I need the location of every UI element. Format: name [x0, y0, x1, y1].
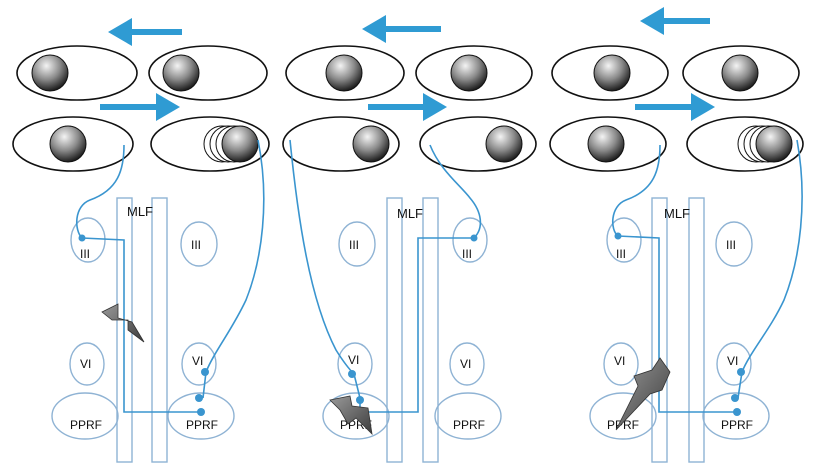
gaze-left-arrow-icon — [640, 7, 710, 35]
mlf-column-left — [651, 197, 668, 463]
abducens-label-right: VI — [727, 354, 738, 368]
panel-1: MLF III III VI VI PPRF PPRF — [12, 18, 270, 463]
abducens-label-left: VI — [614, 354, 625, 368]
pprf-label-right: PPRF — [721, 418, 753, 432]
neuron-dots — [614, 232, 745, 416]
gaze-right-arrow-icon — [368, 93, 447, 121]
neuron-dots — [348, 234, 478, 404]
gaze-right-arrow-icon — [635, 93, 715, 121]
mlf-label: MLF — [127, 204, 153, 219]
mlf-label: MLF — [397, 206, 423, 221]
mlf-label: MLF — [664, 206, 690, 221]
mlf-column-right — [422, 197, 439, 463]
pprf-label-right: PPRF — [453, 418, 485, 432]
oculomotor-nucleus-right — [452, 217, 488, 263]
lesion-bolt-icon — [329, 395, 373, 436]
right-eye-left-gaze — [148, 45, 268, 101]
pprf-left — [51, 392, 119, 440]
oculomotor-label-left: III — [80, 247, 90, 261]
abducens-label-right: VI — [460, 357, 471, 371]
pprf-right — [167, 392, 235, 440]
left-eye-right-gaze — [282, 116, 400, 172]
oculomotor-nucleus-left — [70, 217, 106, 263]
abducens-nucleus-left — [69, 342, 105, 386]
mlf-column-left — [386, 197, 403, 463]
abducens-label-left: VI — [348, 353, 359, 367]
panel-2: MLF III III VI VI PPRF PPRF — [282, 15, 537, 463]
abducens-nucleus-left — [337, 342, 373, 386]
gaze-right-arrow-icon — [100, 93, 180, 121]
right-eye-right-gaze — [419, 116, 537, 172]
left-eye-left-gaze — [16, 45, 138, 101]
pprf-right — [702, 392, 770, 440]
pprf-label-right: PPRF — [186, 418, 218, 432]
neuron-dots — [78, 234, 209, 416]
pprf-left — [322, 392, 390, 440]
oculomotor-label-left: III — [349, 238, 359, 252]
oculomotor-nucleus-left — [606, 217, 642, 263]
pprf-label-left: PPRF — [607, 418, 639, 432]
left-eye-left-gaze — [285, 45, 405, 101]
lesion-bolt-icon — [615, 357, 671, 431]
oculomotor-nucleus-left — [338, 221, 376, 267]
oculomotor-label-left: III — [616, 247, 626, 261]
lesion-bolt-icon — [101, 303, 145, 343]
oculomotor-label-right: III — [462, 247, 472, 261]
right-eye-right-gaze-nystagmus — [686, 116, 804, 172]
left-eye-right-gaze — [549, 116, 667, 172]
left-eye-left-gaze — [551, 45, 669, 101]
abducens-nucleus-left — [603, 342, 639, 386]
right-eye-left-gaze — [415, 45, 533, 101]
abducens-label-left: VI — [80, 357, 91, 371]
abducens-nucleus-right — [449, 342, 485, 386]
abducens-label-right: VI — [192, 354, 203, 368]
right-eye-left-gaze — [682, 45, 800, 101]
oculomotor-label-right: III — [191, 238, 201, 252]
gaze-left-arrow-icon — [108, 18, 182, 46]
oculomotor-label-right: III — [726, 238, 736, 252]
abducens-nucleus-right — [716, 342, 752, 386]
pprf-right — [434, 392, 502, 440]
nerve-pathways — [289, 139, 482, 413]
mlf-column-right — [151, 197, 168, 463]
abducens-nucleus-right — [181, 342, 217, 386]
left-eye-right-gaze — [12, 116, 134, 172]
oculomotor-nucleus-right — [180, 221, 218, 267]
nerve-pathways — [75, 139, 265, 413]
mlf-column-right — [688, 197, 705, 463]
panel-3: MLF III III VI VI PPRF PPRF — [549, 7, 804, 463]
right-eye-right-gaze-nystagmus — [150, 116, 270, 172]
pprf-left — [589, 392, 657, 440]
gaze-left-arrow-icon — [362, 15, 441, 43]
pprf-label-left: PPRF — [70, 418, 102, 432]
oculomotor-nucleus-right — [715, 221, 753, 267]
nerve-pathways — [611, 139, 803, 413]
